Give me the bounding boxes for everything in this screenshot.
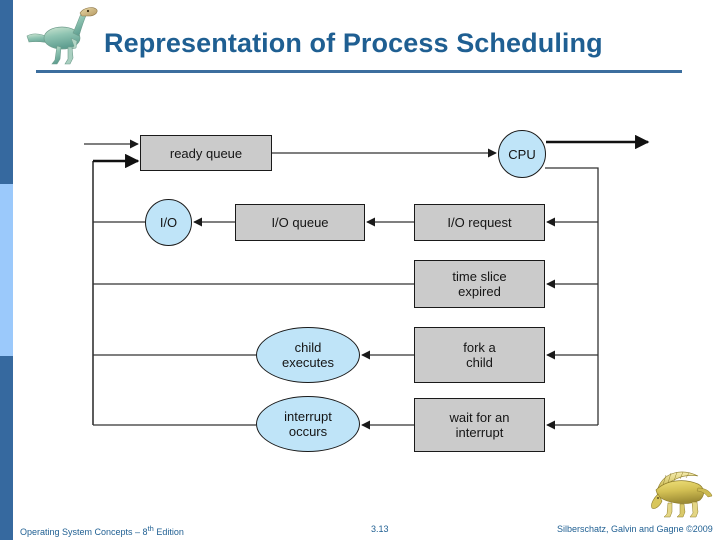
- title-underline: [36, 70, 682, 73]
- page-number: 3.13: [371, 524, 389, 534]
- node-io-request[interactable]: [414, 204, 545, 241]
- node-label-ready-queue: ready queue: [169, 145, 243, 161]
- dinosaur-footer-logo: [651, 471, 713, 518]
- footer-left-superscript: th: [147, 524, 154, 533]
- page-title: Representation of Process Scheduling: [104, 28, 603, 58]
- footer-copyright: Silberschatz, Galvin and Gagne ©2009: [557, 524, 713, 534]
- node-label-child-executes: child executes: [281, 340, 335, 370]
- node-label-io: I/O: [159, 215, 178, 230]
- node-time-slice-expired[interactable]: [414, 260, 545, 308]
- node-child-executes[interactable]: [256, 327, 360, 383]
- node-label-interrupt-occurs: interrupt occurs: [284, 409, 332, 439]
- node-label-cpu: CPU: [508, 146, 536, 162]
- node-ready-queue-label-wrap: ready queue: [140, 135, 272, 171]
- node-cpu[interactable]: [498, 130, 546, 178]
- node-interrupt-occurs[interactable]: [256, 396, 360, 452]
- node-fork-a-child-label-wrap: fork a child: [414, 327, 545, 383]
- node-time-slice-expired-label-wrap: time slice expired: [414, 260, 545, 308]
- footer-left: Operating System Concepts – 8th Edition: [20, 524, 184, 537]
- node-io-label-wrap: I/O: [145, 199, 192, 246]
- node-io-request-label-wrap: I/O request: [414, 204, 545, 241]
- dinosaur-logo: [26, 7, 98, 65]
- footer-left-text: Operating System Concepts – 8: [20, 527, 148, 537]
- edge-cpu-bus: [545, 167, 599, 425]
- node-label-io-request: I/O request: [447, 215, 512, 230]
- node-io-queue-label-wrap: I/O queue: [235, 204, 365, 241]
- node-label-io-queue: I/O queue: [271, 215, 329, 230]
- node-label-wait-for-interrupt: wait for an interrupt: [449, 410, 510, 440]
- sidebar-rail-top: [0, 0, 13, 184]
- node-io[interactable]: [145, 199, 192, 246]
- node-wait-for-interrupt-label-wrap: wait for an interrupt: [414, 398, 545, 452]
- node-io-queue[interactable]: [235, 204, 365, 241]
- node-ready-queue[interactable]: [140, 135, 272, 171]
- footer-left-tail: Edition: [153, 527, 184, 537]
- sidebar-rail-bottom: [0, 356, 13, 540]
- node-cpu-label-wrap: CPU: [498, 130, 546, 178]
- node-label-fork-a-child: fork a child: [463, 340, 496, 370]
- node-label-time-slice-expired: time slice expired: [452, 269, 507, 299]
- node-wait-for-interrupt[interactable]: [414, 398, 545, 452]
- node-interrupt-occurs-label-wrap: interrupt occurs: [256, 396, 360, 452]
- sidebar-rail-middle: [0, 184, 13, 356]
- node-fork-a-child[interactable]: [414, 327, 545, 383]
- node-child-executes-label-wrap: child executes: [256, 327, 360, 383]
